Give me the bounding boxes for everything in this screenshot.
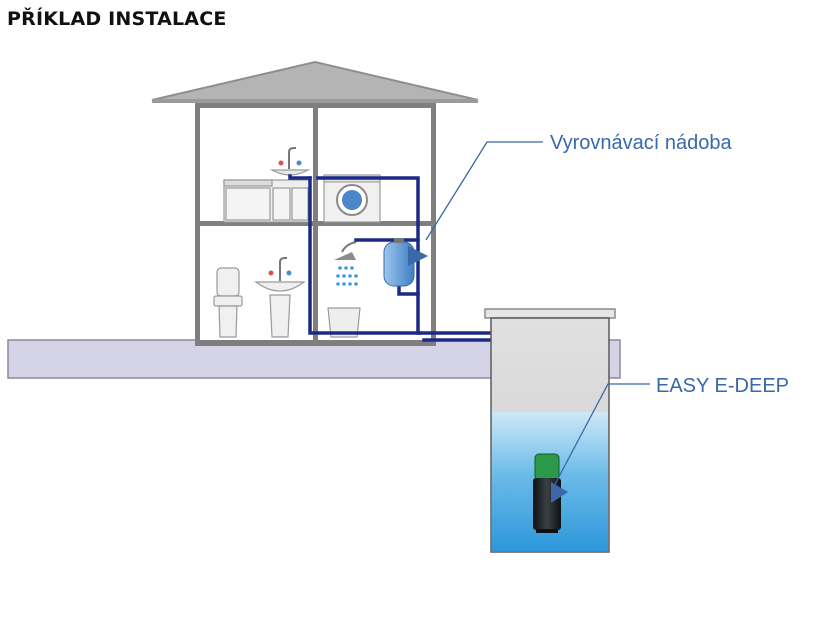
kitchen-sink-icon bbox=[269, 147, 311, 176]
toilet-icon bbox=[213, 267, 243, 338]
bathroom-sink-icon bbox=[254, 257, 306, 338]
callout-lines bbox=[425, 141, 650, 489]
house-roof bbox=[151, 60, 479, 101]
shower-icon bbox=[334, 241, 358, 286]
bucket-icon bbox=[327, 307, 361, 338]
house bbox=[151, 60, 479, 346]
kitchen-cabinet-icon bbox=[223, 179, 311, 223]
tank-label: Vyrovnávací nádoba bbox=[550, 132, 732, 154]
page-title: PŘÍKLAD INSTALACE bbox=[7, 8, 227, 30]
pressure-tank-icon bbox=[383, 238, 428, 287]
washing-machine-icon bbox=[323, 174, 381, 223]
pump-label: EASY E-DEEP bbox=[656, 375, 789, 397]
submersible-pump-icon bbox=[533, 453, 568, 533]
pump-marker-icon bbox=[551, 482, 568, 503]
tank-marker-icon bbox=[408, 246, 428, 266]
